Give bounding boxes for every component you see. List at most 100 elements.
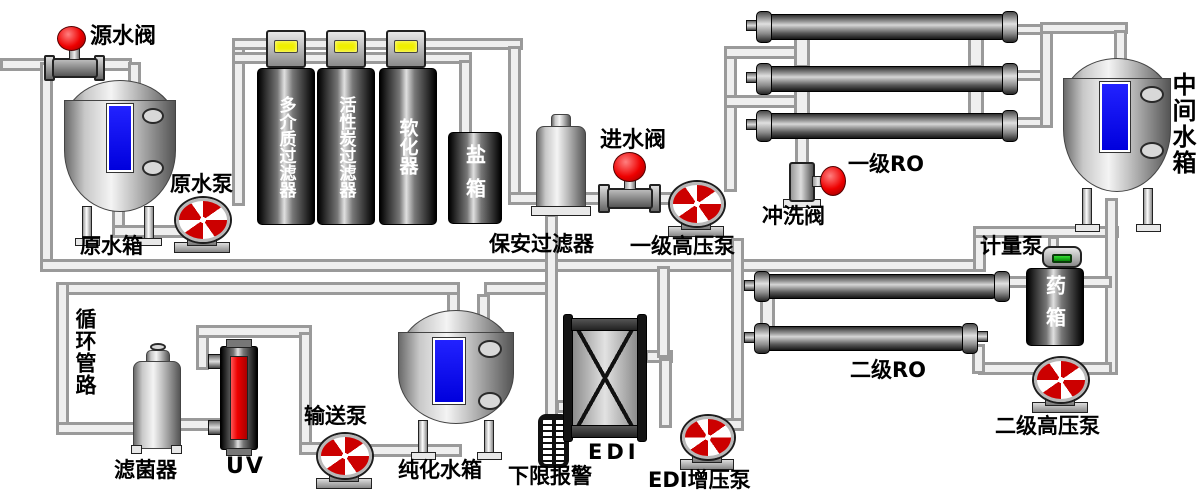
pipe (1040, 22, 1128, 34)
multimedia-filter: 多介质过滤器 (257, 68, 315, 225)
dosing-pump-indicator (1052, 254, 1072, 263)
uv-label: UV (226, 454, 265, 479)
pure-tank-label: 纯化水箱 (398, 458, 482, 482)
intermediate-tank-level-indicator (1099, 81, 1131, 153)
ro2-vessel-cap (994, 271, 1010, 302)
ro2-vessel-cap (754, 271, 770, 302)
edi-module (571, 318, 639, 438)
sterilizer-handle (150, 343, 166, 351)
tank-foot (477, 452, 502, 460)
tank-flange (142, 108, 164, 124)
multimedia-filter-label: 多介质过滤器 (275, 95, 296, 198)
source-valve-body[interactable] (52, 58, 98, 78)
uv-lamp (230, 356, 248, 440)
source-valve[interactable] (57, 26, 86, 51)
pipe (459, 60, 472, 136)
pump-impeller-icon (176, 198, 230, 242)
tank-foot (75, 238, 100, 246)
tank-leg (144, 206, 154, 240)
ro2-vessel-cap (962, 323, 978, 354)
source-valve-label: 源水阀 (90, 24, 157, 49)
security-filter-label: 保安过滤器 (489, 232, 594, 256)
chemical-box-label: 药箱 (1042, 275, 1067, 339)
sterilizer-foot (131, 445, 142, 454)
tank-leg (418, 420, 428, 456)
pipe (724, 52, 737, 192)
ro1-vessel-cap (1002, 110, 1018, 142)
transfer-pump-label: 输送泵 (304, 404, 367, 428)
raw-tank-level-indicator (106, 103, 134, 173)
ro1-vessel-cap (756, 11, 772, 43)
pipe (1040, 22, 1053, 128)
chemical-box: 药箱 (1026, 268, 1084, 346)
flush-valve-body[interactable] (789, 162, 815, 202)
edi-electrode (637, 314, 647, 442)
pump-impeller-icon (670, 182, 724, 226)
uv-cap (226, 448, 252, 456)
pipe (299, 332, 312, 450)
ro2-vessel-1 (766, 274, 996, 299)
softener-label: 软化器 (396, 118, 419, 175)
edi-electrode (563, 314, 573, 442)
control-display (274, 40, 298, 53)
hp-pump2-label: 二级高压泵 (995, 414, 1100, 438)
pipe (56, 282, 69, 432)
tank-leg (1143, 188, 1153, 226)
edi-band (571, 425, 639, 438)
sterilizer-foot (171, 445, 182, 454)
pipe (56, 422, 136, 435)
pipe (232, 46, 245, 206)
tank-foot (1075, 224, 1100, 232)
raw-tank-label: 原水箱 (80, 234, 143, 258)
security-filter-base (531, 206, 591, 216)
tank-flange (1140, 86, 1164, 103)
tank-flange (1140, 142, 1164, 159)
carbon-filter-label: 活性炭过滤器 (335, 95, 356, 198)
purified-tank-level-indicator (432, 337, 466, 405)
control-display (394, 40, 418, 53)
flush-valve[interactable] (820, 166, 846, 196)
tank-foot (137, 238, 162, 246)
pipe (40, 259, 986, 272)
inlet-valve-label: 进水阀 (600, 128, 667, 153)
security-filter (536, 126, 586, 210)
ro1-vessel-cap (1002, 63, 1018, 95)
ro2-vessel-2 (766, 326, 964, 351)
ro1-vessel-cap (756, 63, 772, 95)
carbon-filter-control-valve[interactable] (326, 30, 366, 68)
stage1-hp-pump[interactable] (666, 180, 724, 237)
pipe (659, 358, 672, 428)
ro1-vessel-3 (768, 113, 1005, 139)
tank-flange (478, 340, 502, 358)
softener: 软化器 (379, 68, 437, 225)
inlet-valve-body[interactable] (607, 188, 653, 209)
edi-booster-pump[interactable] (678, 414, 734, 470)
uv-cap (226, 339, 252, 348)
pipe (968, 36, 984, 68)
sterilizer-label: 滤菌器 (114, 458, 177, 482)
tank-foot (411, 452, 436, 460)
pipe (56, 282, 460, 295)
pump-impeller-icon (318, 434, 372, 478)
pipe (731, 238, 744, 430)
edi-pump-label: EDI增压泵 (648, 468, 751, 492)
salt-box-label: 盐箱 (462, 144, 487, 212)
ro1-vessel-1 (768, 14, 1005, 40)
pipe (196, 325, 312, 338)
tank-leg (1082, 188, 1092, 226)
transfer-pump[interactable] (314, 432, 372, 489)
ro1-vessel-cap (1002, 11, 1018, 43)
raw-water-pump[interactable] (172, 196, 230, 253)
ro-stub (977, 331, 988, 342)
pipe (794, 36, 810, 68)
inlet-valve[interactable] (613, 152, 646, 182)
stage2-hp-pump[interactable] (1030, 356, 1088, 413)
ro1-vessel-2 (768, 66, 1005, 92)
pipe (657, 266, 670, 358)
carbon-filter: 活性炭过滤器 (317, 68, 375, 225)
pipe (508, 46, 521, 198)
pump-impeller-icon (682, 416, 734, 459)
gauge-bar (551, 418, 556, 464)
flush-valve-label: 冲洗阀 (762, 204, 825, 228)
